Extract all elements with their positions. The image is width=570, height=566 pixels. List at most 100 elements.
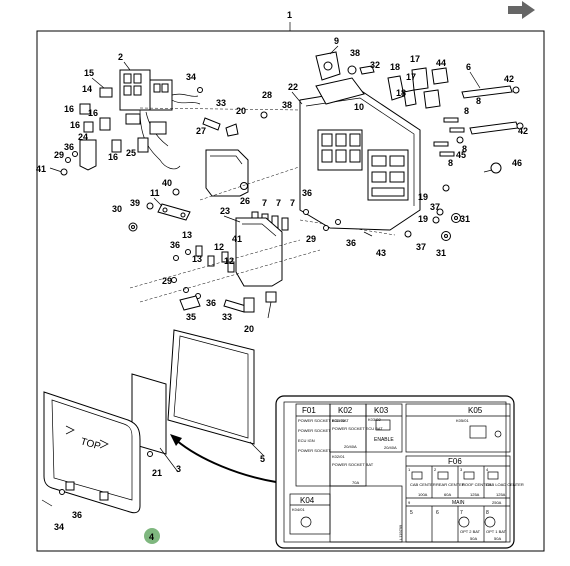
callout-8a: 8	[476, 96, 481, 106]
f06-main-num: 9	[408, 500, 411, 505]
clip-17a	[411, 67, 429, 91]
callout-12b: 12	[224, 256, 234, 266]
callout-15: 15	[84, 68, 94, 78]
stud-40	[172, 188, 180, 196]
callout-13b: 13	[192, 254, 202, 264]
f01-title: F01	[302, 406, 316, 415]
callout-16b: 16	[70, 120, 80, 130]
callout-29c: 29	[306, 234, 316, 244]
callout-10: 10	[354, 102, 364, 112]
callout-37a: 37	[430, 202, 440, 212]
connector-16b	[99, 117, 111, 131]
fuse-decal-panel	[275, 395, 515, 549]
f06-col3-text: ROOF CENTER	[462, 482, 491, 487]
callout-8c: 8	[462, 144, 467, 154]
nut-19b	[436, 208, 444, 216]
k02-label-1: K02/02	[332, 418, 345, 423]
f06-col4-rating: 125A	[496, 492, 506, 497]
callout-38b: 38	[350, 48, 360, 58]
leader-lines	[91, 45, 481, 473]
k02-text-1: POWER SOCKET ECU BAT	[332, 426, 383, 431]
fuse-46	[483, 162, 502, 174]
callout-36e: 36	[346, 238, 356, 248]
fuse-holder-11	[157, 203, 191, 221]
f06-bottom-5: 5	[410, 510, 413, 516]
decal-side-code: L119799	[398, 524, 403, 540]
callout-33a: 33	[216, 98, 226, 108]
screw-21	[147, 451, 153, 457]
clip-18b	[403, 89, 417, 107]
callout-6: 6	[466, 62, 471, 72]
bracket-35	[179, 295, 201, 311]
screw-34b	[41, 499, 53, 507]
callout-20a: 20	[236, 106, 246, 116]
k05-title: K05	[468, 406, 483, 415]
k04-title: K04	[300, 496, 315, 505]
nut-39	[146, 202, 154, 210]
bolt-32	[359, 65, 375, 75]
screw-43	[363, 231, 373, 237]
callout-8b: 8	[464, 106, 469, 116]
callout-43: 43	[376, 248, 386, 258]
curved-arrow-icon	[170, 434, 277, 483]
bolt-41	[49, 167, 68, 176]
callout-3: 3	[176, 464, 181, 474]
callout-14: 14	[82, 84, 92, 94]
callout-19b: 19	[418, 214, 428, 224]
callout-30: 30	[112, 204, 122, 214]
k03-label: K03/02	[368, 417, 381, 422]
callout-42a: 42	[504, 74, 514, 84]
callout-29b: 29	[162, 276, 172, 286]
nut-19a	[442, 184, 450, 192]
callout-7c: 7	[290, 198, 295, 208]
relay-block-2	[119, 69, 201, 111]
callout-27: 27	[196, 126, 206, 136]
clip-17b	[423, 89, 441, 109]
callout-1: 1	[287, 10, 292, 20]
callout-4[interactable]: 4	[149, 532, 154, 542]
f06-col1-text: CAB CENTER	[410, 482, 436, 487]
cover-4: TOP	[43, 391, 141, 514]
next-arrow-icon[interactable]	[508, 1, 535, 19]
f06-bottom-8-text: OPT 1 BAT	[486, 529, 507, 534]
callout-7b: 7	[276, 198, 281, 208]
connector-16a	[79, 103, 91, 115]
callout-42b: 42	[518, 126, 528, 136]
callout-36a: 36	[64, 142, 74, 152]
callout-24: 24	[78, 132, 88, 142]
bracket-24	[79, 139, 97, 171]
callout-36f: 36	[72, 510, 82, 520]
f06-main-rating: 250A	[492, 500, 502, 505]
gasket-3	[131, 373, 167, 455]
connector-16d	[111, 139, 122, 153]
k03-title: K03	[374, 406, 389, 415]
callout-18a: 18	[390, 62, 400, 72]
washer-36f	[59, 489, 65, 495]
f06-bottom-8-rating: 50A	[494, 536, 501, 541]
diagram-frame	[36, 30, 545, 552]
callout-31b: 31	[436, 248, 446, 258]
callout-28: 28	[262, 90, 272, 100]
clip-38a	[225, 123, 239, 137]
callout-35: 35	[186, 312, 196, 322]
f06-bottom-7-text: OPT 2 BAT	[460, 529, 481, 534]
f06-title: F06	[448, 457, 462, 466]
f01-row-3: ECU IGN	[298, 438, 315, 443]
bolt-34a	[197, 87, 203, 93]
callout-17b: 17	[406, 72, 416, 82]
callout-badge-4[interactable]	[144, 528, 160, 544]
callout-31a: 31	[460, 214, 470, 224]
callout-22: 22	[288, 82, 298, 92]
washer-36a	[72, 151, 78, 157]
callout-16c: 16	[88, 108, 98, 118]
callout-7a: 7	[262, 198, 267, 208]
callout-21: 21	[152, 468, 162, 478]
connector-9	[315, 51, 341, 81]
f06-col4-num: 4	[486, 467, 489, 472]
k02-rating-2: 70A	[352, 480, 359, 485]
callout-36d: 36	[302, 188, 312, 198]
callout-41a: 41	[36, 164, 46, 174]
f06-col2-rating: 60A	[444, 492, 451, 497]
callout-37b: 37	[416, 242, 426, 252]
